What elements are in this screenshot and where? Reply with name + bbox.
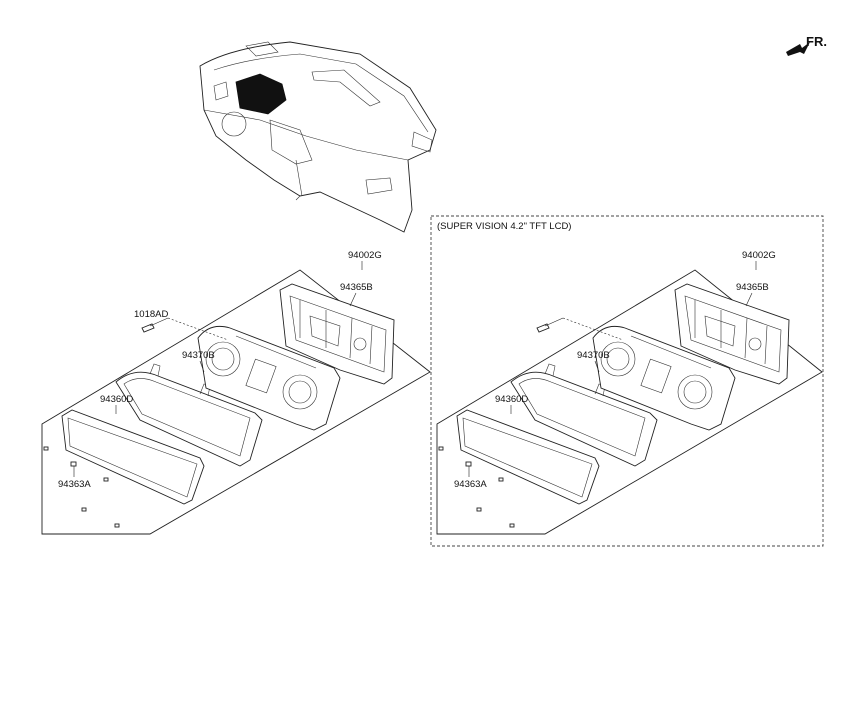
label-rear-case: 94365B (340, 282, 373, 293)
label-rear-case: 94365B (736, 282, 769, 293)
label-pcb: 94370B (577, 350, 610, 361)
front-direction-indicator: FR. (786, 34, 827, 56)
variant-box (430, 215, 824, 547)
assembly-outline (41, 269, 431, 535)
label-pcb: 94370B (182, 350, 215, 361)
assembly-outline (436, 269, 823, 535)
label-window-glass: 94360D (100, 394, 133, 405)
cluster-highlight-icon (235, 73, 287, 115)
label-clip: 94363A (454, 479, 487, 490)
label-window-glass: 94360D (495, 394, 528, 405)
label-screw: 1018AD (134, 309, 168, 320)
label-clip: 94363A (58, 479, 91, 490)
label-assembly: 94002G (348, 250, 382, 261)
assembly-super-vision: (SUPER VISION 4.2" TFT LCD) 94002G 94365… (430, 215, 824, 547)
arrow-icon (786, 42, 810, 56)
assembly-standard: 94002G 94365B 1018AD 94370B 94360D 94363… (41, 250, 431, 535)
variant-box-title: (SUPER VISION 4.2" TFT LCD) (437, 221, 571, 232)
front-label: FR. (806, 34, 827, 49)
label-assembly: 94002G (742, 250, 776, 261)
dashboard-illustration (199, 41, 437, 233)
